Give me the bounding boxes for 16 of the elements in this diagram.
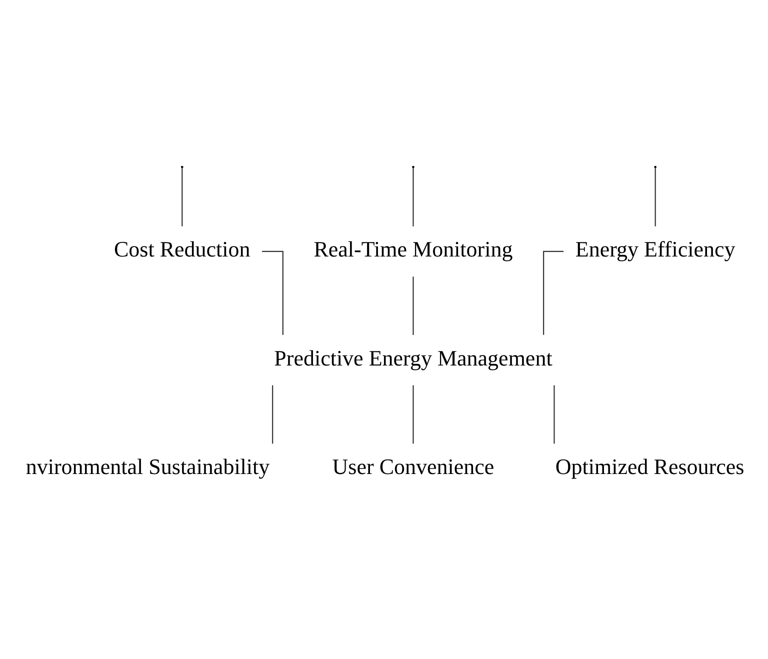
connector bbox=[654, 167, 656, 226]
connector bbox=[543, 250, 564, 334]
connector bbox=[412, 167, 414, 226]
node-text: Energy Efficiency bbox=[575, 236, 736, 262]
connector bbox=[412, 384, 414, 444]
node-text: Real-Time Monitoring bbox=[314, 236, 513, 262]
node-text: nvironmental Sustainability bbox=[26, 453, 270, 478]
connector bbox=[182, 167, 183, 226]
node-text: Predictive Energy Management bbox=[274, 344, 552, 370]
node-text: Cost Reduction bbox=[114, 236, 250, 262]
connector bbox=[412, 276, 414, 334]
connector bbox=[272, 384, 274, 444]
connector bbox=[262, 250, 284, 334]
connector bbox=[554, 384, 555, 444]
node-text: Optimized Resources bbox=[555, 453, 744, 478]
node-text: User Convenience bbox=[332, 453, 494, 478]
